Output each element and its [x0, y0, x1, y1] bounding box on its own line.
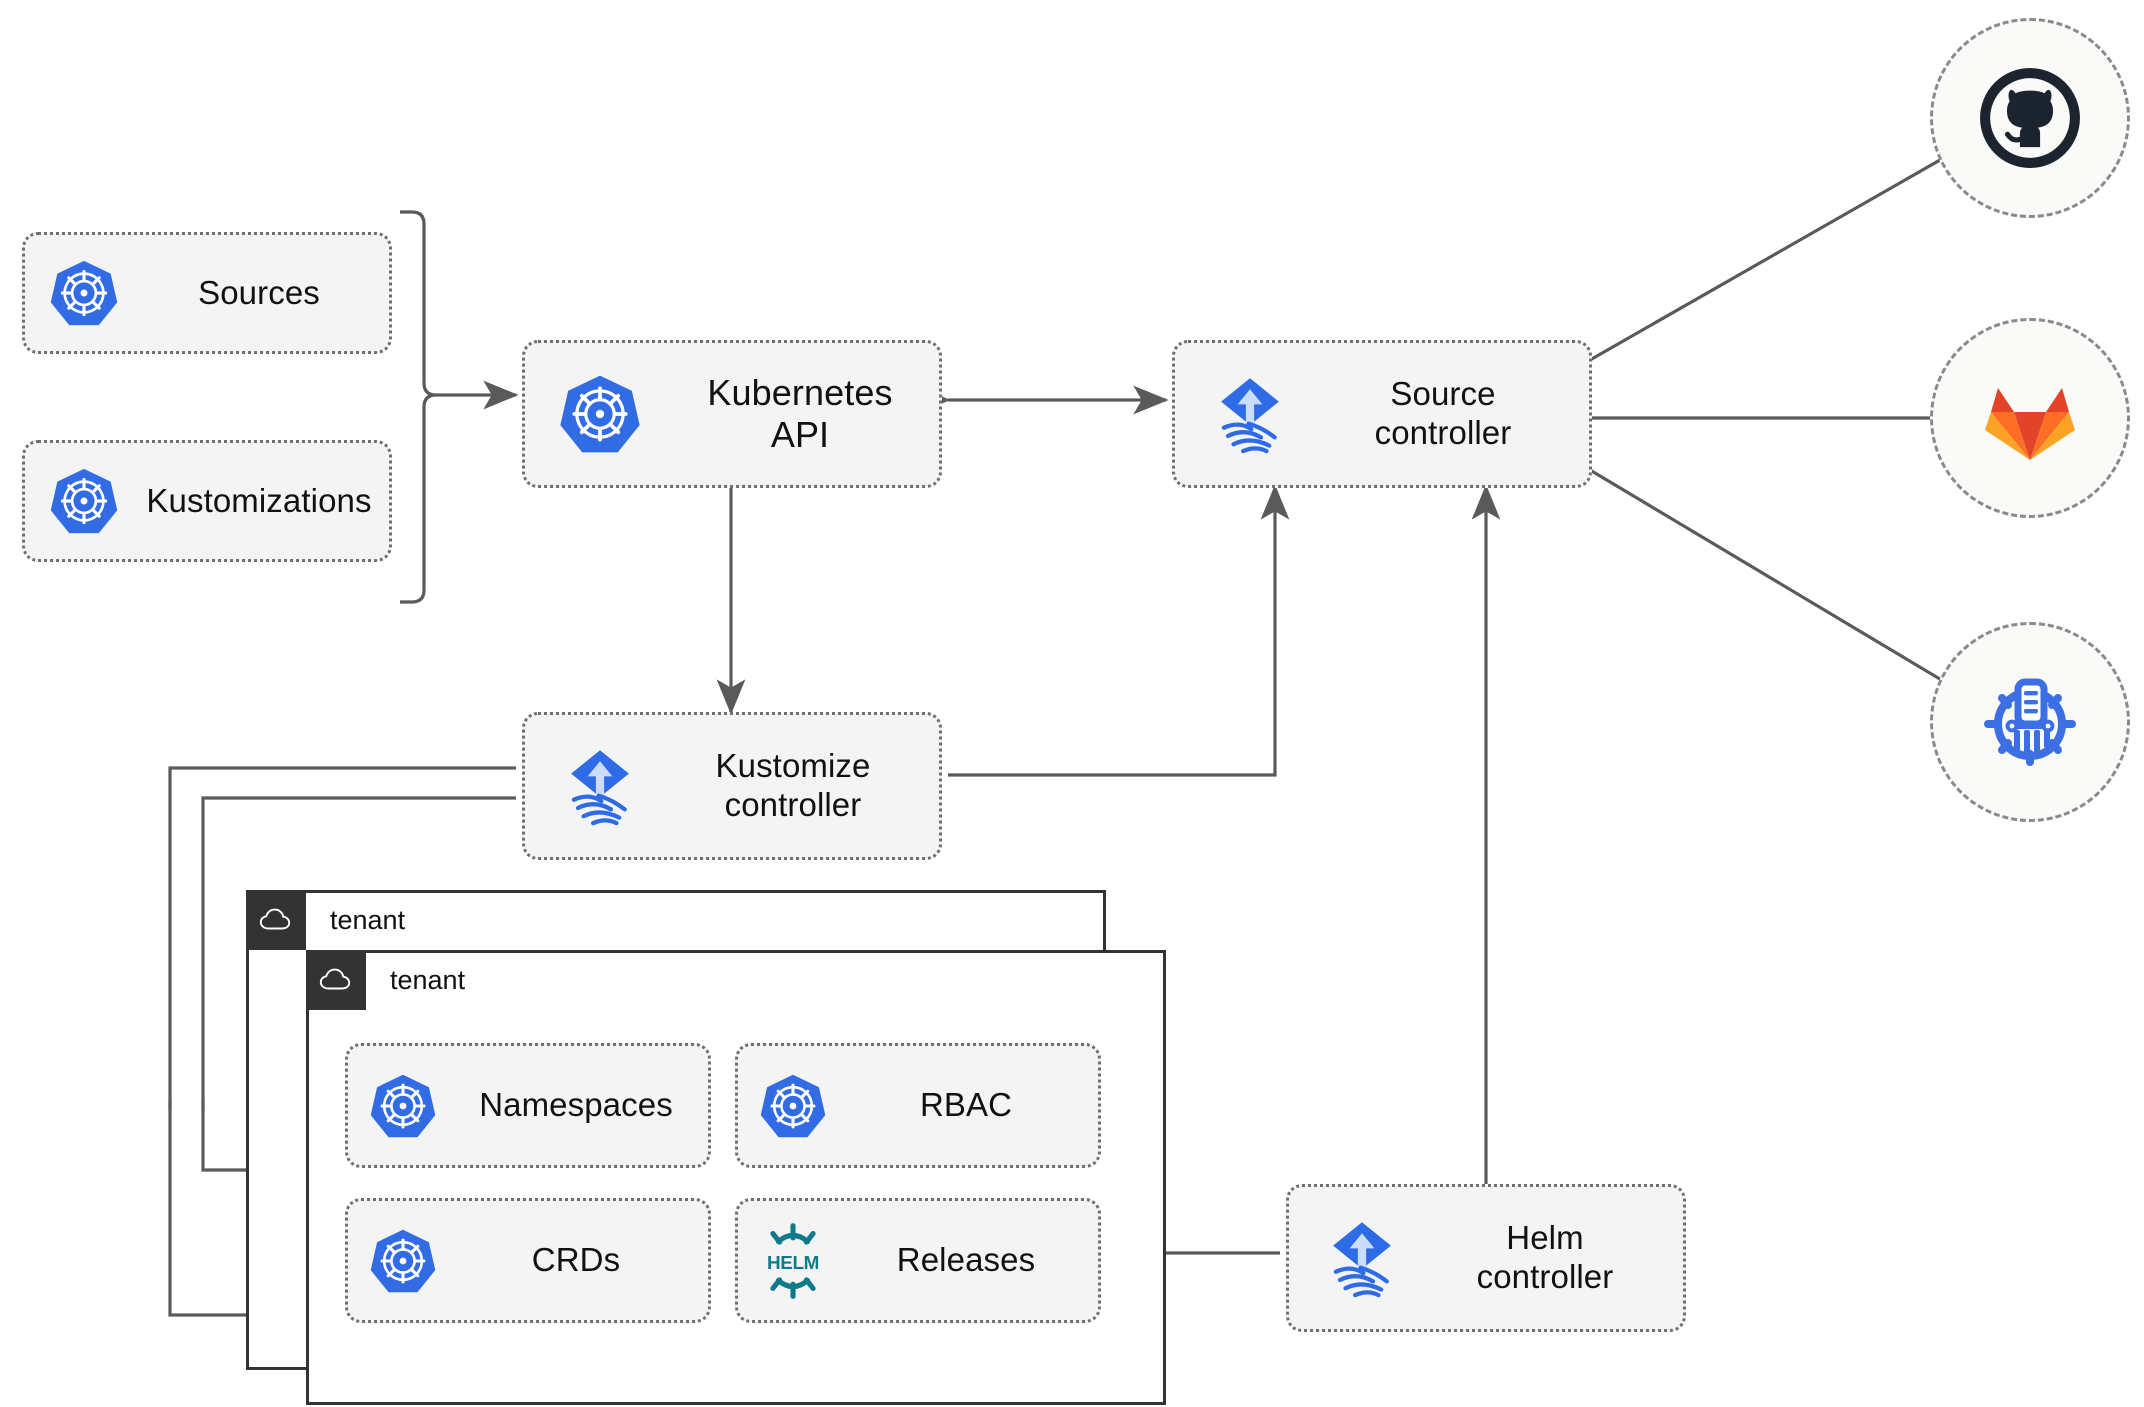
card-source-controller[interactable]: Source controller	[1172, 340, 1592, 488]
card-label: CRDs	[531, 1241, 621, 1279]
gitlab-icon	[1985, 388, 2075, 460]
card-rbac[interactable]: RBAC	[735, 1043, 1101, 1168]
tenant-tab: tenant	[246, 890, 405, 950]
kubernetes-icon	[25, 257, 143, 329]
card-crds[interactable]: CRDs	[345, 1198, 711, 1323]
card-kubernetes-api[interactable]: Kubernetes API	[522, 340, 942, 488]
provider-github[interactable]	[1930, 18, 2130, 218]
kubernetes-icon	[738, 1071, 848, 1141]
provider-gitlab[interactable]	[1930, 318, 2130, 518]
card-label-group: Helm controller	[1435, 1219, 1683, 1297]
card-label: Kubernetes API	[707, 371, 893, 455]
card-sources[interactable]: Sources	[22, 232, 392, 354]
cloud-icon	[246, 890, 306, 950]
svg-text:HELM: HELM	[767, 1252, 819, 1273]
tenant-label: tenant	[330, 904, 406, 935]
helm-registry-icon	[1984, 678, 2076, 766]
provider-helm-registry[interactable]	[1930, 622, 2130, 822]
card-label: RBAC	[919, 1086, 1013, 1124]
cloud-icon	[306, 950, 366, 1010]
kubernetes-icon	[25, 465, 143, 537]
flux-icon	[525, 742, 675, 830]
card-kustomize-controller[interactable]: Kustomize controller	[522, 712, 942, 860]
card-namespaces[interactable]: Namespaces	[345, 1043, 711, 1168]
card-label: Sources	[198, 273, 320, 311]
card-label-group: Kustomize controller	[675, 747, 939, 825]
card-label: Namespaces	[479, 1086, 673, 1124]
card-label: Releases	[896, 1241, 1036, 1279]
card-label-line1: Source	[1390, 375, 1496, 413]
kubernetes-icon	[525, 371, 675, 457]
flux-icon	[1289, 1214, 1435, 1302]
card-label-group: Source controller	[1325, 375, 1589, 453]
kubernetes-icon	[348, 1226, 458, 1296]
card-releases[interactable]: HELM Releases	[735, 1198, 1101, 1323]
card-kustomizations[interactable]: Kustomizations	[22, 440, 392, 562]
card-label-line2: controller	[1374, 414, 1512, 451]
flux-icon	[1175, 370, 1325, 458]
card-label: Kustomizations	[146, 481, 372, 519]
tenant-label: tenant	[390, 964, 466, 995]
card-label-line1: Helm	[1506, 1219, 1584, 1257]
github-icon	[1980, 68, 2080, 168]
card-helm-controller[interactable]: Helm controller	[1286, 1184, 1686, 1332]
kubernetes-icon	[348, 1071, 458, 1141]
card-label-line2: controller	[1476, 1258, 1614, 1295]
helm-icon: HELM	[738, 1222, 848, 1300]
card-label-line2: controller	[724, 786, 862, 823]
tenant-tab: tenant	[306, 950, 465, 1010]
card-label-line1: Kustomize	[715, 747, 871, 785]
tenant-window-2[interactable]: tenant	[306, 950, 1166, 1405]
